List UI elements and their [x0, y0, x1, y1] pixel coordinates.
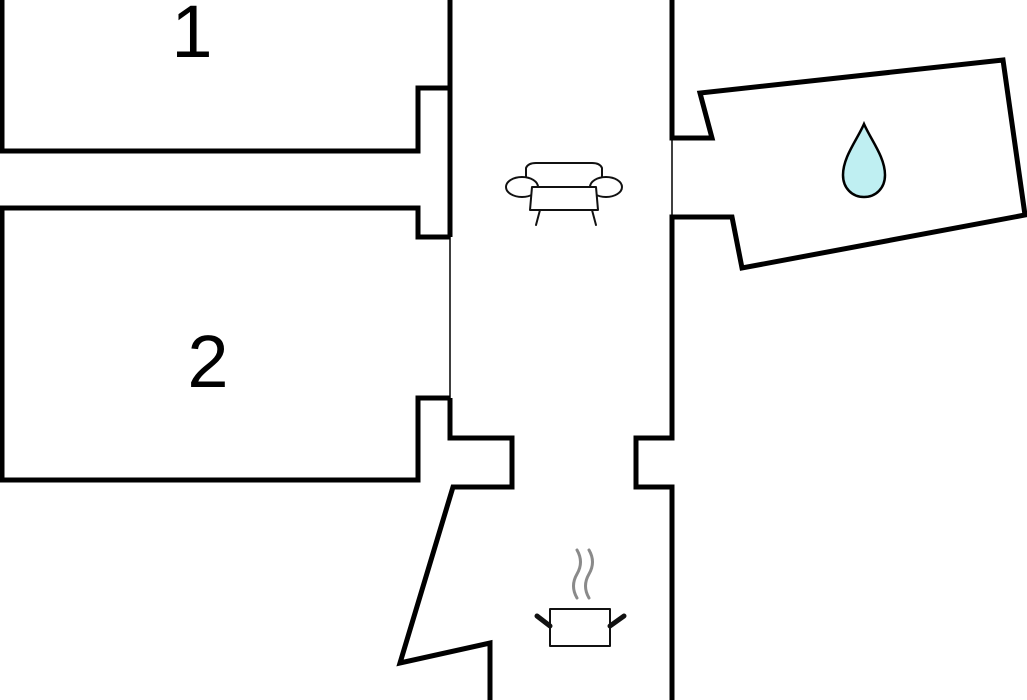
- cooking-pot-icon: [534, 548, 627, 647]
- sofa-icon: [505, 162, 623, 226]
- room-2-walls: [0, 205, 450, 483]
- corridor-walls: [0, 148, 418, 211]
- living-lower-left-walls: [396, 398, 515, 700]
- water-drop-icon: [841, 120, 887, 199]
- room-2-label: 2: [187, 320, 228, 403]
- room-1-label: 1: [171, 0, 212, 73]
- room-1-walls: [0, 0, 453, 154]
- room-2: 2: [0, 205, 450, 483]
- living-right-wall: [633, 0, 1027, 700]
- room-1: 1: [0, 0, 453, 154]
